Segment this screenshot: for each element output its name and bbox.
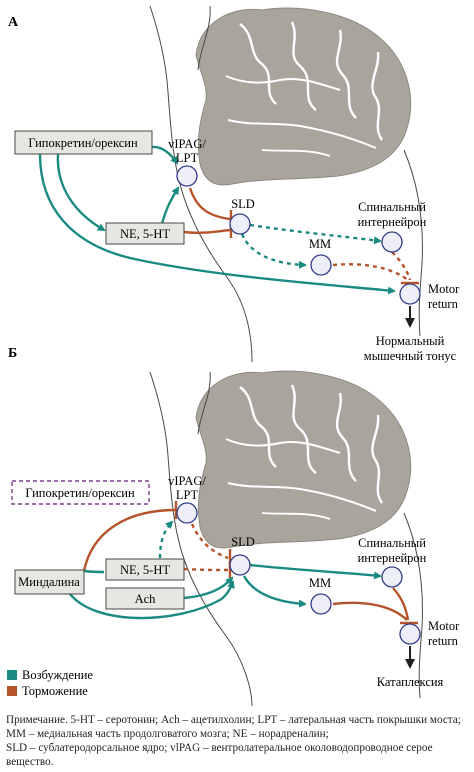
note-line-2: SLD – сублатеродорсальное ядро; vlPAG – …: [6, 742, 433, 768]
outcome-label-line1-a: Нормальный: [376, 334, 445, 348]
amygdala-label-b: Миндалина: [18, 575, 80, 589]
ach-box-b: [105, 587, 185, 610]
vlpag-label-line2-b: LPT: [176, 488, 199, 502]
connections-a: [38, 145, 419, 328]
motor-label-line2-b: return: [428, 634, 459, 648]
vlpag-label-line2-a: LPT: [176, 151, 199, 165]
note-line-1: Примечание. 5-HT – серотонин; Ach – ацет…: [6, 714, 461, 740]
panel-b-label: Б: [8, 346, 17, 361]
vlpag-node-b: [176, 502, 198, 524]
ne-5ht-label-a: NE, 5-HT: [120, 227, 170, 241]
sld-node-a: [229, 213, 251, 235]
ne-5ht-box-b: [105, 558, 185, 581]
outcome-label-b: Катаплексия: [377, 675, 444, 689]
panel-a: А: [8, 5, 460, 363]
hypocretin-dashed-box-b: [11, 480, 150, 505]
ach-label-b: Ach: [135, 592, 157, 606]
mm-node-b: [310, 593, 332, 615]
brainstem-cerebellum-drawing-b: [149, 370, 423, 707]
legend: Возбуждение Торможение: [7, 668, 93, 698]
ne-5ht-label-b: NE, 5-HT: [120, 563, 170, 577]
motor-label-line1-a: Motor: [428, 282, 460, 296]
vlpag-node-a: [176, 165, 198, 187]
legend-excitation-swatch: [7, 670, 17, 680]
figure-note: Примечание. 5-HT – серотонин; Ach – ацет…: [6, 713, 468, 769]
vlpag-label-line1-b: vIPAG/: [168, 474, 206, 488]
interneuron-label-line1-b: Спинальный: [358, 536, 426, 550]
legend-inhibition-swatch: [7, 686, 17, 696]
outcome-label-line2-a: мышечный тонус: [364, 349, 457, 363]
interneuron-label-line2-b: интернейрон: [358, 551, 427, 565]
mm-node-a: [310, 254, 332, 276]
interneuron-node-a: [381, 231, 403, 253]
vlpag-label-line1-a: vIPAG/: [168, 137, 206, 151]
ne-5ht-box-a: [105, 222, 185, 245]
motor-label-line2-a: return: [428, 297, 459, 311]
interneuron-label-line2-a: интернейрон: [358, 215, 427, 229]
motor-node-b: [399, 623, 421, 645]
legend-excitation-label: Возбуждение: [22, 668, 93, 682]
motor-label-line1-b: Motor: [428, 619, 460, 633]
panel-b: Б: [8, 346, 460, 707]
sld-label-b: SLD: [231, 535, 255, 549]
hypocretin-label-a: Гипокретин/орексин: [28, 136, 138, 150]
interneuron-node-b: [381, 566, 403, 588]
hypocretin-label-b: Гипокретин/орексин: [25, 486, 135, 500]
sld-node-b: [229, 554, 251, 576]
hypocretin-box-a: [14, 130, 153, 155]
connections-b: [69, 501, 418, 669]
mm-label-a: MM: [309, 237, 331, 251]
amygdala-box-b: [14, 569, 85, 595]
mm-label-b: MM: [309, 576, 331, 590]
motor-node-a: [399, 283, 421, 305]
legend-inhibition-label: Торможение: [22, 684, 88, 698]
sld-label-a: SLD: [231, 197, 255, 211]
interneuron-label-line1-a: Спинальный: [358, 200, 426, 214]
panel-a-label: А: [8, 15, 19, 30]
